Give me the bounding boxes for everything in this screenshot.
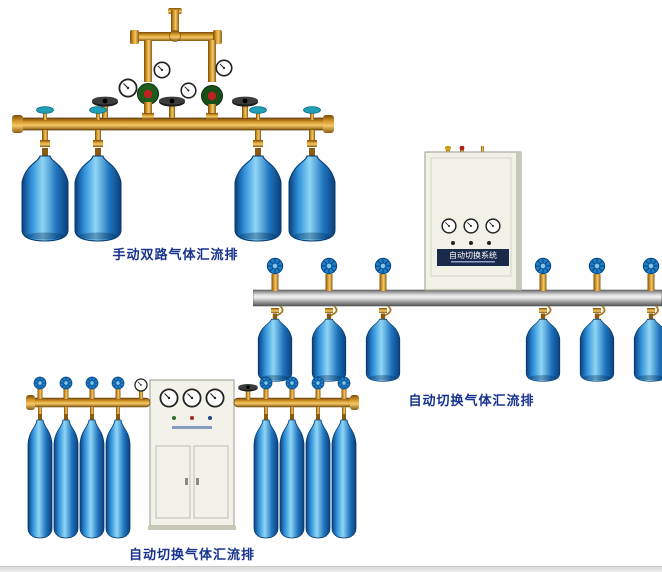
gas-cylinder [311,313,347,382]
gas-cylinder [53,414,79,539]
pressure-gauge-icon [205,388,225,408]
handwheel-icon [588,257,606,275]
pressure-gauge-icon [485,218,501,234]
control-cabinet [148,379,236,530]
cabinet-top-pipe [481,146,484,154]
gas-cylinder [257,313,293,382]
handwheel-icon [266,257,284,275]
product-auto-switch-manifold-floor: 自动切换气体汇流排 [22,376,362,563]
product-manual-dual-manifold: 手动双路气体汇流排 [8,6,343,263]
product-caption: 自动切换气体汇流排 [408,393,535,408]
valve-knob-icon [459,146,465,151]
gas-cylinder [74,147,122,242]
gas-cylinder [253,414,279,539]
pressure-gauge-icon [180,82,197,99]
cabinet-label: 自动切换系统 [449,250,497,260]
handwheel-icon [534,257,552,275]
cylinder-necks [38,407,346,417]
gas-cylinder [305,414,331,539]
pressure-regulator-left [118,61,171,120]
product-auto-switch-manifold-wall: 自动切换系统 [253,146,662,409]
gas-cylinder [79,414,105,539]
brass-header-pipe [26,395,359,410]
pipe-instruments [134,378,258,400]
control-cabinet: 自动切换系统 [424,146,522,291]
pressure-regulator-right [180,59,233,120]
gas-cylinder [365,313,401,382]
gas-cylinder [331,414,357,539]
handwheel-icon [337,376,351,390]
handwheel-icon [59,376,73,390]
pressure-gauge-icon [159,388,179,408]
handwheel-icon [238,383,258,400]
pressure-gauge-icon [153,61,171,79]
pressure-gauge-icon [118,78,138,98]
cabinet-top-fitting [460,148,464,154]
product-caption: 自动切换气体汇流排 [128,547,255,562]
gas-cylinder [579,313,615,382]
gas-cylinder [279,414,305,539]
gas-cylinder [105,414,131,539]
top-pipe-assembly [130,8,222,82]
rail-valves [33,376,351,399]
pressure-gauge-icon [134,378,148,392]
page-bottom-border [0,566,662,572]
handwheel-icon [320,257,338,275]
handwheel-icon [311,376,325,390]
brass-header-pipe [12,113,334,133]
cabinet-door [155,445,191,519]
manual-manifold-illustration [12,8,336,242]
gas-cylinder [633,313,662,382]
cylinder-drops [40,130,317,147]
handwheel-icon [259,376,273,390]
shutoff-valves [92,96,258,118]
gas-cylinder [21,147,69,242]
pressure-gauge-icon [463,218,479,234]
valve-knob-icon [445,146,451,151]
auto-manifold-illustration: 自动切换系统 [253,146,662,382]
manifold-rail [253,289,662,307]
handwheel-icon [374,257,392,275]
handwheel-icon [33,376,47,390]
gas-cylinders [257,313,662,382]
pressure-gauge-icon [441,218,457,234]
pressure-gauge-icon [182,388,202,408]
cabinet-door [193,445,229,519]
handwheel-icon [85,376,99,390]
handwheel-icon [285,376,299,390]
handwheel-icon [642,257,660,275]
product-caption: 手动双路气体汇流排 [112,247,239,262]
auto-manifold-floor-illustration [26,376,359,539]
pressure-gauge-icon [215,59,233,77]
handwheel-icon [111,376,125,390]
gas-cylinder [27,414,53,539]
gas-cylinder [525,313,561,382]
handwheel-icon [159,96,185,118]
rail-valves [266,257,660,291]
cylinder-valves [271,308,655,313]
